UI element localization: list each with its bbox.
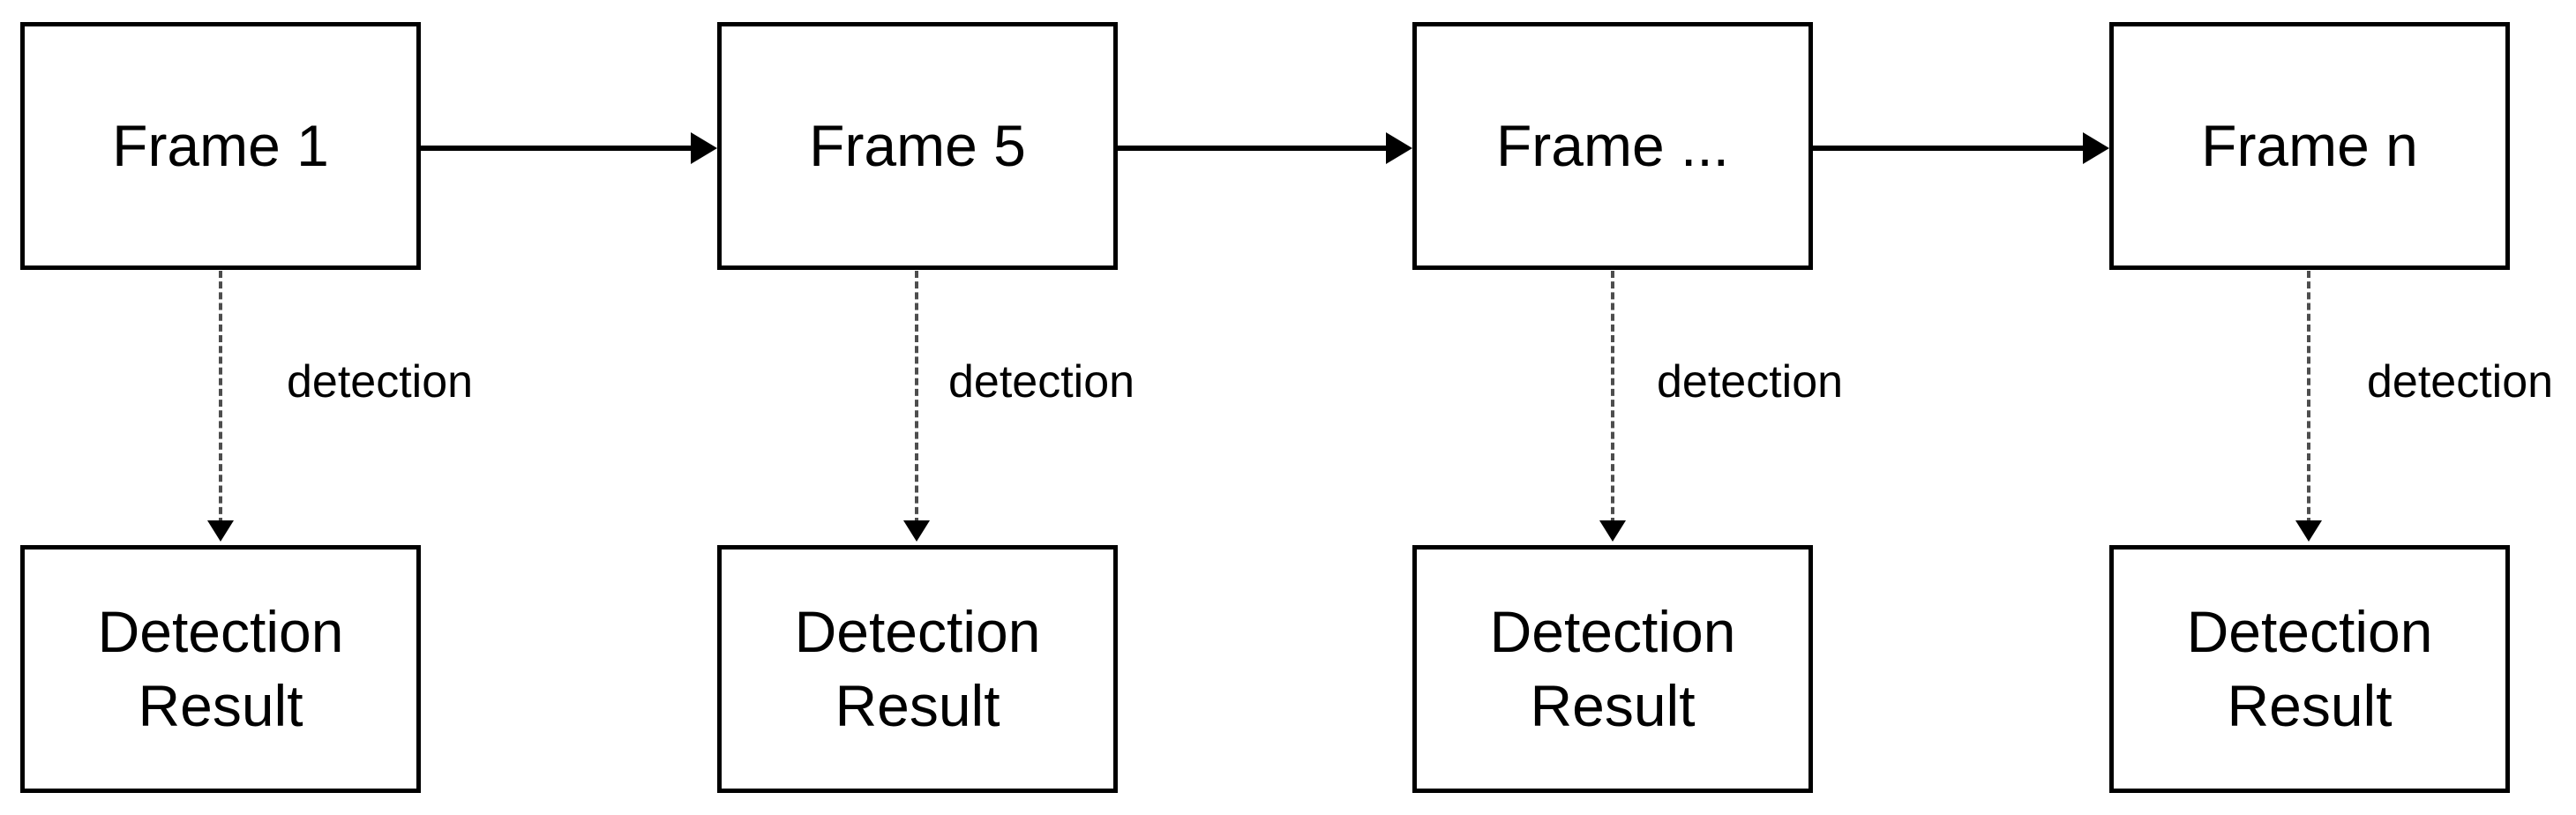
frame-ellipsis-to-frame-n-arrow-line	[1813, 146, 2083, 151]
frame-1-box: Frame 1	[20, 22, 421, 270]
detection-result-line1: Detection	[794, 598, 1041, 664]
detection-edge-label: detection	[1657, 356, 1844, 408]
detection-arrow-dashed-line	[2307, 271, 2310, 525]
detection-result-box: Detection Result	[1412, 545, 1813, 793]
detection-result-line2: Result	[138, 672, 303, 738]
arrowhead-right-icon	[1386, 132, 1412, 164]
frame-n-label: Frame n	[2201, 112, 2418, 178]
detection-result-line1: Detection	[1489, 598, 1736, 664]
arrowhead-down-icon	[2295, 520, 2322, 542]
detection-arrow-dashed-line	[915, 271, 918, 525]
detection-result-box: Detection Result	[2109, 545, 2510, 793]
frame-1-label: Frame 1	[112, 112, 329, 178]
arrowhead-down-icon	[903, 520, 930, 542]
detection-result-line1: Detection	[97, 598, 344, 664]
arrowhead-right-icon	[2083, 132, 2109, 164]
frame5-to-frame-ellipsis-arrow-line	[1116, 146, 1386, 151]
detection-result-line2: Result	[2227, 672, 2393, 738]
detection-result-box: Detection Result	[717, 545, 1118, 793]
detection-arrow-dashed-line	[1611, 271, 1614, 525]
frame-ellipsis-label: Frame ...	[1495, 112, 1730, 178]
frame-ellipsis-box: Frame ...	[1412, 22, 1813, 270]
detection-edge-label: detection	[287, 356, 474, 408]
frame-n-box: Frame n	[2109, 22, 2510, 270]
frame-5-box: Frame 5	[717, 22, 1118, 270]
arrowhead-down-icon	[207, 520, 234, 542]
arrowhead-down-icon	[1599, 520, 1626, 542]
arrowhead-right-icon	[691, 132, 717, 164]
detection-edge-label: detection	[948, 356, 1135, 408]
detection-result-line2: Result	[835, 672, 1000, 738]
detection-result-box: Detection Result	[20, 545, 421, 793]
detection-arrow-dashed-line	[219, 271, 222, 525]
detection-result-line2: Result	[1530, 672, 1696, 738]
detection-result-line1: Detection	[2186, 598, 2433, 664]
detection-edge-label: detection	[2367, 356, 2554, 408]
frame-5-label: Frame 5	[809, 112, 1026, 178]
frame1-to-frame5-arrow-line	[421, 146, 691, 151]
